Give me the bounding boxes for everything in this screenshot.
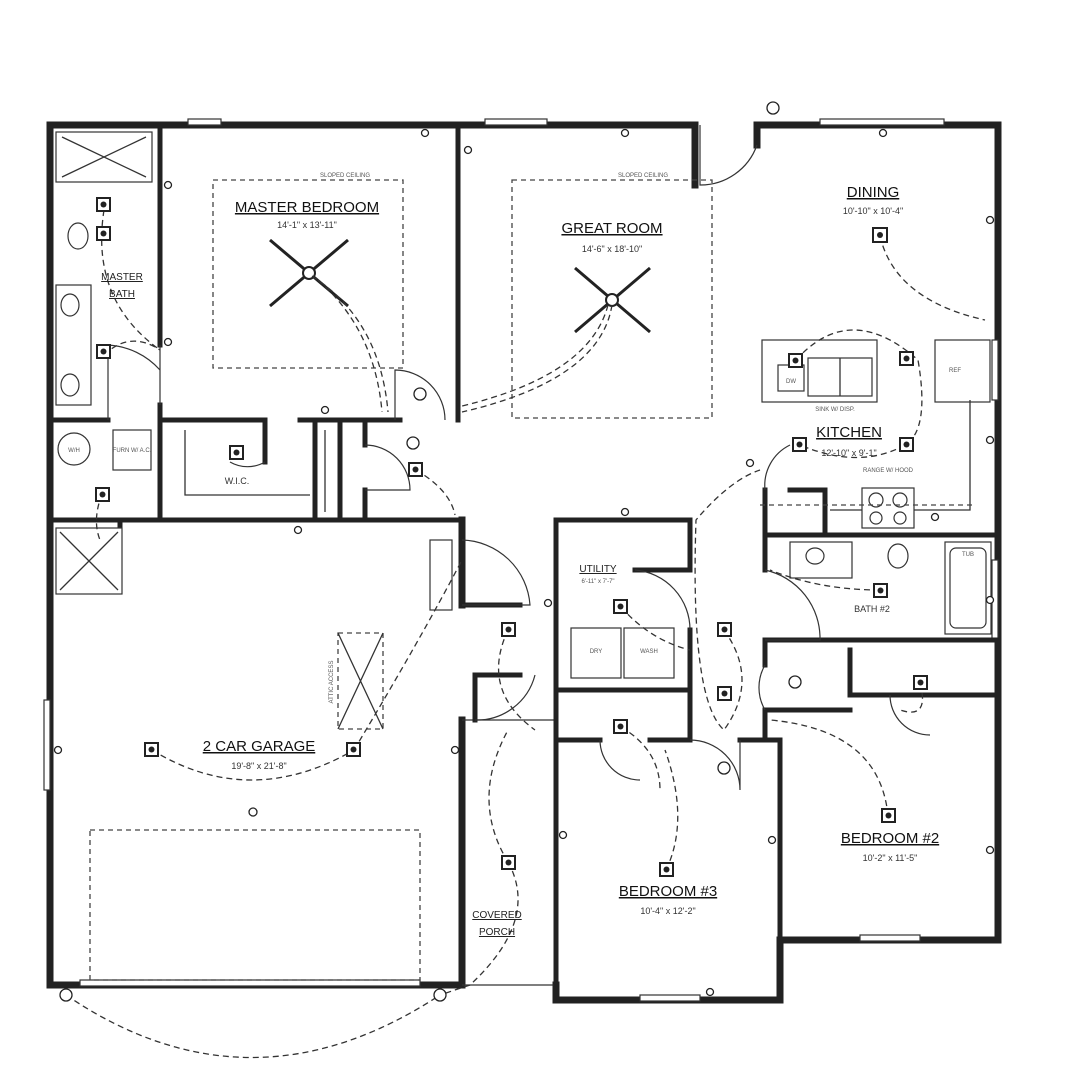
light-22	[659, 862, 674, 877]
fixtures	[55, 131, 992, 981]
doors	[69, 125, 931, 791]
light-14	[717, 686, 732, 701]
bedroom2-dim: 10'-2" x 11'-5"	[863, 853, 918, 863]
wic-name: W.I.C.	[225, 476, 250, 486]
attic-access-label: ATTIC ACCESS	[329, 661, 335, 704]
light-30	[766, 101, 780, 115]
ceiling-outlines	[212, 179, 975, 506]
furnace-label: FURN W/ A.C.	[113, 448, 152, 454]
kitchen-name: KITCHEN	[816, 424, 882, 441]
light-13	[717, 622, 732, 637]
garage-dim: 19'-8" x 21'-8"	[231, 761, 286, 771]
light-31	[248, 807, 258, 817]
master-bath-line2: BATH	[109, 289, 135, 300]
master-ceiling-note: SLOPED CEILING	[320, 173, 370, 179]
wash-label: WASH	[640, 649, 658, 655]
light-5	[95, 487, 110, 502]
utility-dim: 6'-11" x 7'-7"	[581, 579, 614, 585]
light-11	[408, 462, 423, 477]
windows	[43, 118, 999, 1002]
light-21	[881, 808, 896, 823]
master-bedroom-dim: 14'-1" x 13'-11"	[277, 220, 337, 230]
kitchen-dim: 12'-10" x 9'-1"	[821, 448, 876, 458]
interior-walls	[47, 122, 1001, 988]
sink-note: SINK W/ DISP.	[815, 407, 855, 413]
light-fixtures	[59, 101, 928, 1002]
great-ceiling-note: SLOPED CEILING	[618, 173, 668, 179]
bedroom2-name: BEDROOM #2	[841, 830, 939, 847]
light-8	[899, 351, 914, 366]
bath2-name: BATH #2	[854, 604, 890, 614]
dw-label: DW	[786, 379, 796, 385]
light-15	[501, 622, 516, 637]
light-24	[413, 387, 427, 401]
porch-line1: COVERED	[472, 910, 521, 921]
range-note: RANGE W/ HOOD	[863, 468, 914, 474]
tub-label: TUB	[962, 552, 974, 558]
light-6	[872, 227, 888, 243]
light-26	[788, 675, 802, 689]
ceiling-fan-great-room	[574, 266, 651, 334]
light-25	[406, 436, 420, 450]
light-20	[346, 742, 361, 757]
garage-name: 2 CAR GARAGE	[203, 738, 316, 755]
dining-dim: 10'-10" x 10'-4"	[843, 206, 903, 216]
ceiling-fan-master	[269, 238, 349, 308]
light-27	[717, 761, 731, 775]
light-18	[613, 719, 628, 734]
light-2	[96, 226, 111, 241]
light-1	[96, 197, 111, 212]
light-9	[792, 437, 807, 452]
switch-wiring	[65, 209, 986, 1059]
utility-name: UTILITY	[579, 564, 617, 575]
light-12	[613, 599, 628, 614]
light-4	[229, 445, 244, 460]
light-7	[788, 353, 803, 368]
bedroom3-name: BEDROOM #3	[619, 883, 717, 900]
light-29	[433, 988, 447, 1002]
master-bedroom-name: MASTER BEDROOM	[235, 199, 379, 216]
bedroom3-dim: 10'-4" x 12'-2"	[640, 906, 695, 916]
dining-name: DINING	[847, 184, 900, 201]
water-heater-label: W/H	[68, 448, 80, 454]
light-17	[913, 675, 928, 690]
great-room-name: GREAT ROOM	[561, 220, 662, 237]
porch-line2: PORCH	[479, 927, 515, 938]
light-23	[501, 855, 516, 870]
room-labels: MASTER BEDROOM 14'-1" x 13'-11" SLOPED C…	[68, 173, 974, 938]
light-19	[144, 742, 159, 757]
dry-label: DRY	[590, 649, 603, 655]
master-bath-line1: MASTER	[101, 272, 143, 283]
light-16	[873, 583, 888, 598]
light-3	[96, 344, 111, 359]
outlets	[53, 128, 995, 997]
light-10	[899, 437, 914, 452]
exterior-walls	[46, 121, 1002, 1004]
great-room-dim: 14'-6" x 18'-10"	[582, 244, 642, 254]
light-28	[59, 988, 73, 1002]
ref-label: REF	[949, 368, 961, 374]
